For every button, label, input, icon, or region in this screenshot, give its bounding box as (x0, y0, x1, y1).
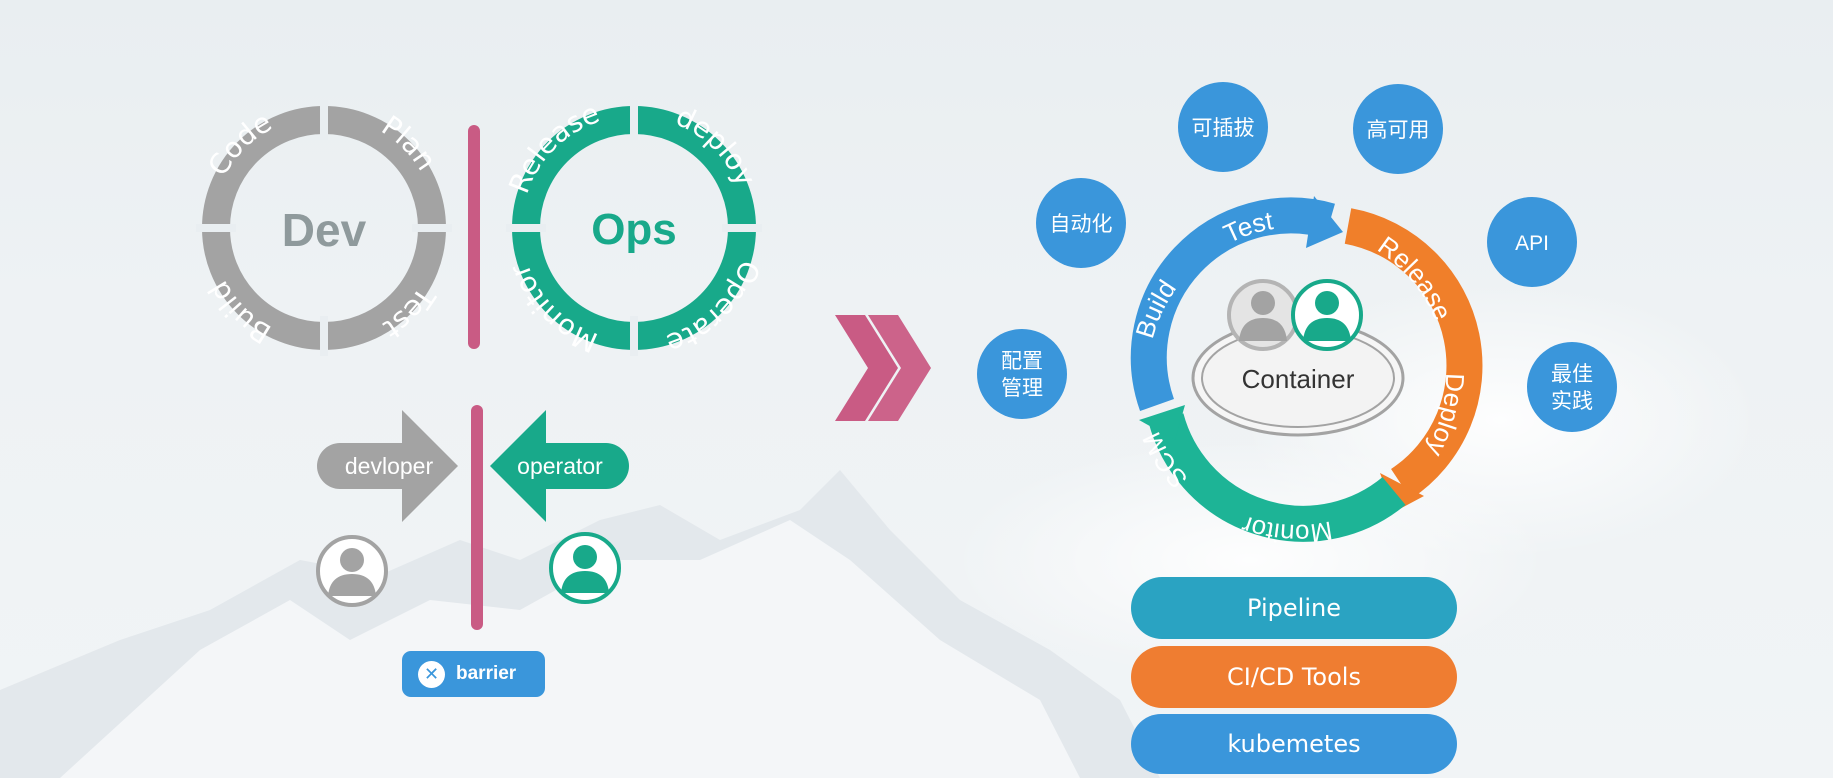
dev-ops-divider-bottom (471, 405, 483, 630)
dev-segment-test: Test (378, 281, 443, 346)
feature-bubble-automation: 自动化 (1036, 178, 1126, 268)
container-label: Container (1242, 364, 1355, 394)
operator-arrow: operator (490, 410, 629, 522)
svg-text:自动化: 自动化 (1050, 213, 1113, 236)
ops-center-label: Ops (591, 205, 677, 254)
barrier-badge: ✕ barrier (402, 651, 545, 697)
feature-bubble-best-practices: 最佳实践 (1527, 342, 1617, 432)
operator-avatar (549, 532, 621, 604)
svg-text:可插拔: 可插拔 (1192, 117, 1255, 140)
container-gray-avatar (1227, 279, 1299, 351)
ops-ring: Release deploy Operate Monitor Ops (502, 96, 766, 360)
svg-text:配置管理: 配置管理 (1001, 350, 1043, 400)
svg-text:最佳实践: 最佳实践 (1551, 363, 1593, 413)
double-chevron-right-icon (835, 315, 931, 421)
barrier-label: barrier (456, 663, 517, 684)
developer-arrow: devloper (317, 410, 458, 522)
developer-avatar (316, 535, 388, 607)
pipeline-pill: Pipeline (1131, 577, 1457, 639)
dev-segment-plan: Plan (376, 109, 443, 176)
developer-label: devloper (345, 453, 434, 479)
operator-label: operator (517, 453, 603, 479)
kubernetes-pill: kubemetes (1131, 714, 1457, 774)
ops-segment-monitor: Monitor (503, 259, 603, 359)
dev-ops-divider-top (468, 125, 480, 349)
devops-cycle: Build Test Release Deploy Monitor SCM Co… (1129, 196, 1483, 549)
container-green-avatar (1291, 279, 1363, 351)
feature-bubble-pluggable: 可插拔 (1178, 82, 1268, 172)
svg-text:API: API (1515, 232, 1549, 255)
feature-bubble-api: API (1487, 197, 1577, 287)
feature-bubble-high-availability: 高可用 (1353, 84, 1443, 174)
ops-segment-release: Release (502, 96, 603, 197)
close-icon: ✕ (418, 660, 445, 688)
dev-center-label: Dev (282, 204, 367, 256)
dev-ring: Code Plan Test Build Dev (196, 100, 452, 356)
feature-bubble-config-management: 配置管理 (977, 329, 1067, 419)
cicd-tools-pill: CI/CD Tools (1131, 646, 1457, 708)
svg-text:高可用: 高可用 (1367, 119, 1430, 142)
